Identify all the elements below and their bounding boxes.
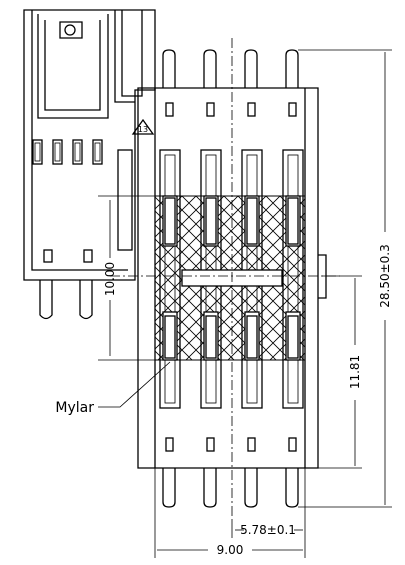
note-triangle: 13 [131,118,155,135]
svg-text:10.00: 10.00 [103,262,117,296]
top-pins [162,49,299,88]
dimension-10: 10.00 [98,195,160,361]
dimension-9-00: 9.00 [154,468,306,558]
svg-text:5.78±0.1: 5.78±0.1 [240,523,296,537]
svg-text:Mylar: Mylar [55,400,94,416]
svg-text:11.81: 11.81 [348,355,362,389]
svg-text:9.00: 9.00 [217,543,244,557]
main-body [137,49,327,508]
svg-text:28.50±0.3: 28.50±0.3 [378,244,392,308]
left-housing [23,9,156,320]
bottom-pins [162,468,299,508]
svg-text:13: 13 [138,125,148,134]
dimension-11-81: 11.81 [318,275,362,469]
dimension-28-50: 28.50±0.3 [298,49,392,508]
dimension-5-78: 5.78±0.1 [231,468,306,538]
mylar-callout: Mylar [55,361,171,416]
